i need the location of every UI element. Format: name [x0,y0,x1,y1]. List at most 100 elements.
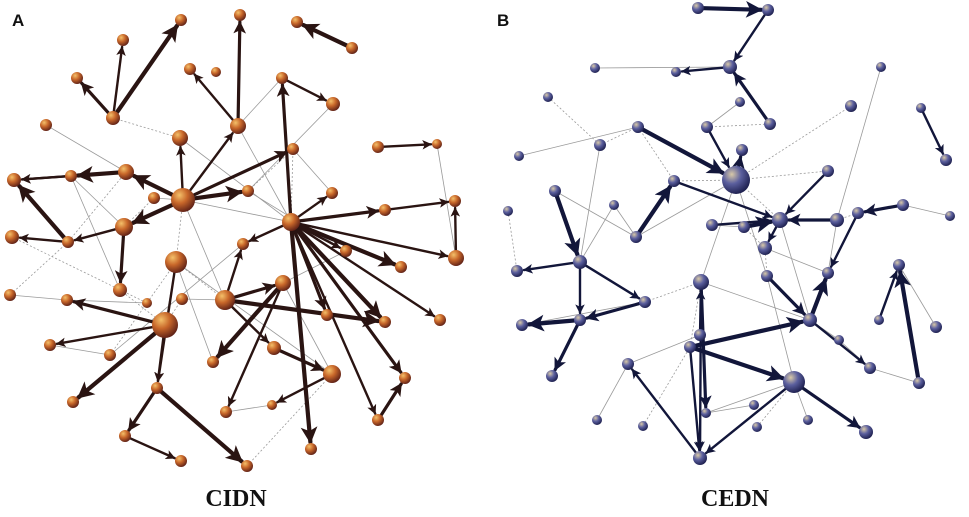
directed-edge [294,227,403,374]
weak-edge [49,344,111,356]
weak-edge [735,179,768,277]
weak-edge [282,282,333,375]
weak-edge [507,210,518,272]
weak-edge [554,190,637,238]
directed-edge [298,222,449,259]
directed-edge [584,264,641,300]
directed-edge [297,224,342,249]
directed-edge [450,206,461,252]
network-node [117,34,129,46]
directed-edge [80,81,110,115]
network-node [65,170,77,182]
directed-edge [553,323,579,372]
network-node [752,422,762,432]
network-node [692,2,704,14]
network-node [701,121,713,133]
network-node [432,139,442,149]
network-node [668,175,680,187]
network-node [176,293,188,305]
directed-edge [863,203,899,217]
network-node [291,16,303,28]
network-node [940,154,952,166]
weak-edge [109,261,177,356]
network-node [165,251,187,273]
panel-caption-cedn: CEDN [701,486,770,512]
network-node [242,185,254,197]
directed-edge [693,346,785,382]
directed-edge [732,71,769,121]
directed-edge [17,183,67,240]
network-node [151,382,163,394]
network-node [220,406,232,418]
weak-edge [547,96,601,146]
network-node [706,219,718,231]
network-node [590,63,600,73]
directed-edge [20,174,67,184]
weak-edge [637,126,675,182]
weak-edge [518,126,639,157]
network-node [897,199,909,211]
network-node [326,97,340,111]
network-node [67,396,79,408]
directed-edge [585,302,641,322]
network-node [113,283,127,297]
panel-letter-b: B [497,11,509,30]
network-node [630,231,642,243]
network-node [372,141,384,153]
network-node [693,274,709,290]
network-node [822,165,834,177]
network-node [830,213,844,227]
directed-edge [382,139,433,150]
directed-edge [114,23,180,115]
network-node [916,103,926,113]
directed-edge [301,22,349,48]
network-node [340,245,352,257]
weak-edge [644,281,702,303]
edges-cidn [9,20,461,467]
network-node [546,370,558,382]
directed-edge [921,111,945,155]
weak-edge [642,346,691,427]
network-node [119,430,131,442]
network-node [148,192,160,204]
nodes-cedn [503,2,955,465]
directed-edge [75,166,121,183]
directed-edge [131,173,175,197]
network-node [44,339,56,351]
weak-edge [635,179,737,238]
directed-edge [226,249,243,292]
network-node [622,358,634,370]
network-node [434,314,446,326]
weak-edge [705,404,755,414]
network-node [913,377,925,389]
directed-edge [879,270,899,317]
network-node [764,118,776,130]
weak-edge [70,175,125,228]
network-node [7,173,21,187]
network-node [845,100,857,112]
directed-edge [114,234,128,284]
directed-edge [693,316,805,348]
directed-edge [127,391,156,432]
directed-edge [18,233,64,244]
weak-edge [735,170,829,181]
directed-edge [680,65,725,76]
nodes-cidn [4,9,464,472]
directed-edge [801,386,862,430]
network-node [735,97,745,107]
network-node [104,349,116,361]
network-node [701,408,711,418]
directed-edge [733,13,766,62]
network-node [852,207,864,219]
network-node [758,241,772,255]
weak-edge [764,247,829,274]
network-node [379,316,391,328]
directed-edge [76,331,158,400]
directed-edge [522,261,575,274]
panel-letter-a: A [12,11,24,30]
directed-edge [130,202,175,225]
weak-edge [45,124,127,173]
network-node [694,329,706,341]
directed-edge [289,228,318,445]
directed-edge [176,145,186,190]
